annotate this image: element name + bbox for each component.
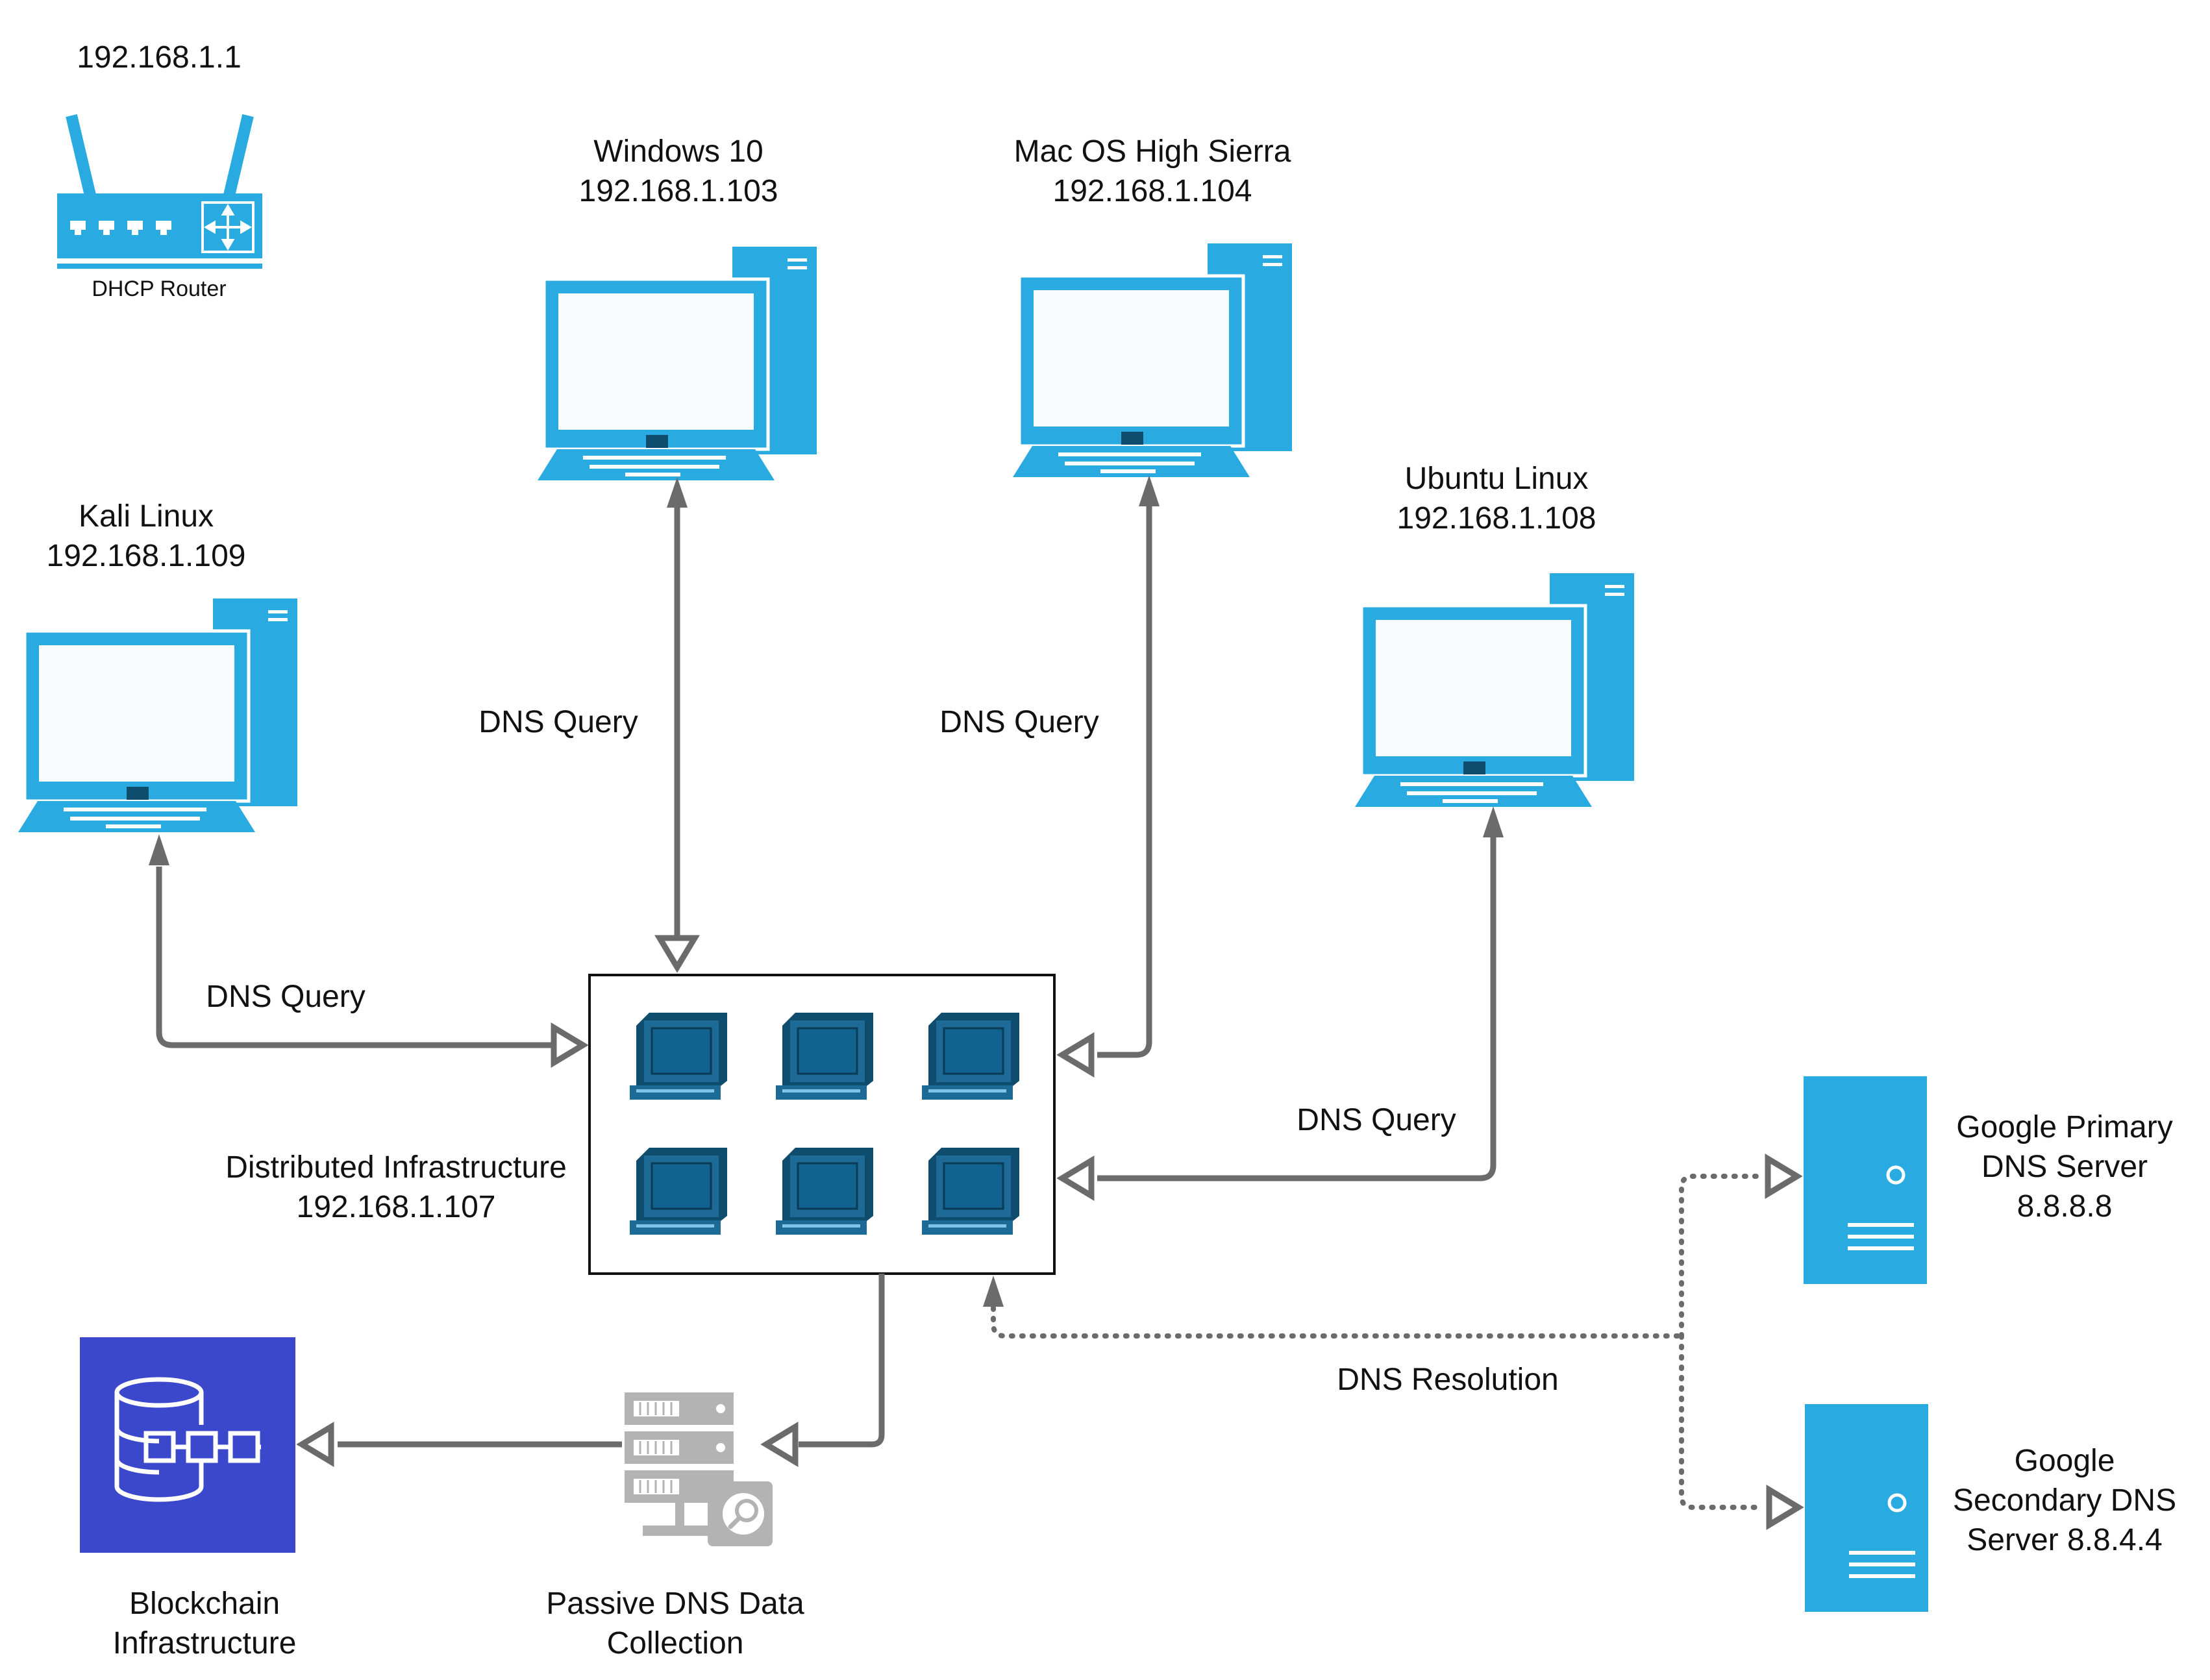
terminal-icon xyxy=(921,1146,1021,1236)
terminal-icon xyxy=(628,1146,728,1236)
router-icon xyxy=(57,114,262,269)
ubuntu-computer-icon xyxy=(1355,573,1634,807)
google-primary-dns-server-icon xyxy=(1804,1076,1927,1284)
arrowheads-filled xyxy=(149,475,1504,1307)
windows-dns-query-label: DNS Query xyxy=(478,705,638,739)
ubuntu-dns-query-label: DNS Query xyxy=(1297,1103,1456,1137)
arrowheads-hollow xyxy=(296,935,1804,1530)
passive-dns-server-icon xyxy=(625,1392,773,1546)
mac-computer-icon xyxy=(1013,243,1292,477)
blockchain-icon xyxy=(80,1337,295,1553)
kali-computer-icon xyxy=(18,599,297,832)
kali-dns-query-label: DNS Query xyxy=(206,980,366,1014)
mac-dns-query-label: DNS Query xyxy=(939,705,1099,739)
dns-resolution-label: DNS Resolution xyxy=(1337,1363,1559,1397)
dns-resolution-lines xyxy=(991,1174,1763,1510)
terminal-icon xyxy=(921,1011,1021,1101)
windows-computer-icon xyxy=(538,247,817,480)
terminal-icon xyxy=(775,1011,875,1101)
terminal-icon xyxy=(775,1146,875,1236)
router-ip-label: 192.168.1.1 xyxy=(77,40,242,75)
terminal-icon xyxy=(628,1011,728,1101)
google-secondary-dns-server-icon xyxy=(1805,1404,1928,1612)
connector-lines xyxy=(156,505,1496,1448)
router-caption: DHCP Router xyxy=(92,277,227,301)
